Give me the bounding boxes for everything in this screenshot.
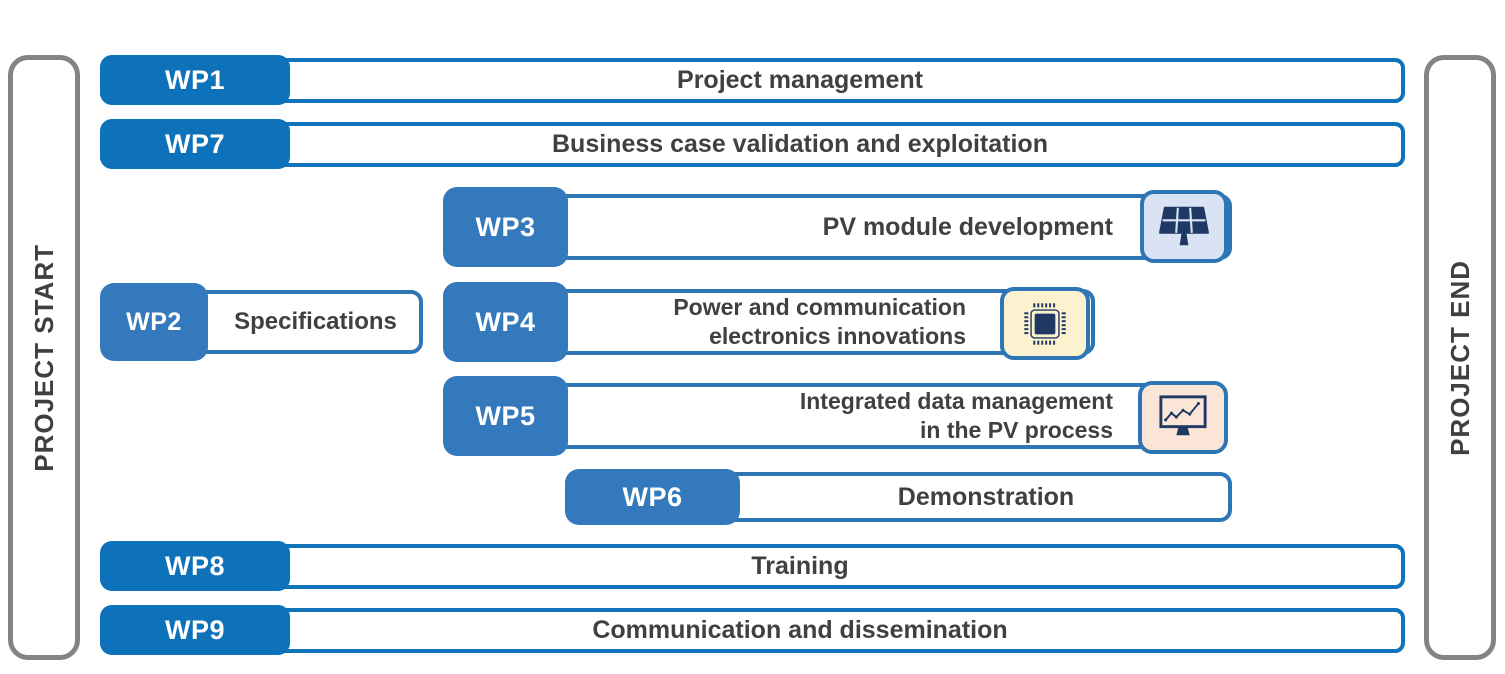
wp6-title: Demonstration bbox=[897, 482, 1075, 511]
wp7-bar bbox=[100, 122, 1405, 167]
wp8-tab: WP8 bbox=[100, 541, 290, 591]
project-start-label: PROJECT START bbox=[28, 243, 59, 472]
wp3-tab-label: WP3 bbox=[475, 211, 536, 242]
wp5-tab-label: WP5 bbox=[475, 400, 536, 431]
wp7-tab: WP7 bbox=[100, 119, 290, 169]
project-end-label: PROJECT END bbox=[1444, 259, 1475, 456]
wp2-tab: WP2 bbox=[100, 283, 208, 361]
wp1-tab-label: WP1 bbox=[164, 64, 225, 95]
wp1-bar bbox=[100, 58, 1405, 103]
wp3-icon-box bbox=[1140, 190, 1228, 263]
wp6-tab: WP6 bbox=[565, 469, 740, 525]
wp5-tab: WP5 bbox=[443, 376, 568, 456]
wp3-bar bbox=[443, 194, 1232, 260]
wp4-title: Power and communication electronics inno… bbox=[568, 289, 966, 355]
wp5-title-line2: in the PV process bbox=[919, 417, 1113, 443]
wp3-tab: WP3 bbox=[443, 187, 568, 267]
wp4-tab: WP4 bbox=[443, 282, 568, 362]
wp5-bar bbox=[443, 383, 1222, 449]
wp6-tab-label: WP6 bbox=[622, 481, 683, 512]
wp1-tab: WP1 bbox=[100, 55, 290, 105]
wp4-title-line1: Power and communication bbox=[673, 294, 966, 321]
wp8-bar bbox=[100, 544, 1405, 589]
wp2-title: Specifications bbox=[234, 308, 397, 335]
wp5-icon-box bbox=[1138, 381, 1228, 454]
wp4-title-line2: electronics innovations bbox=[709, 323, 966, 349]
wp8-title: Training bbox=[751, 551, 849, 580]
chip-icon bbox=[1018, 297, 1072, 351]
wp3-title: PV module development bbox=[822, 212, 1113, 241]
wp9-tab: WP9 bbox=[100, 605, 290, 655]
wp7-title: Business case validation and exploitatio… bbox=[552, 129, 1048, 158]
solar-panel-icon bbox=[1155, 202, 1213, 252]
wp9-tab-label: WP9 bbox=[164, 614, 225, 645]
wp9-title: Communication and dissemination bbox=[592, 615, 1008, 644]
wp5-title: Integrated data management in the PV pro… bbox=[568, 383, 1113, 449]
monitor-chart-icon bbox=[1154, 393, 1212, 443]
wp4-tab-label: WP4 bbox=[475, 306, 536, 337]
project-end-bracket: PROJECT END bbox=[1424, 55, 1496, 660]
wp7-tab-label: WP7 bbox=[164, 128, 225, 159]
wp1-title: Project management bbox=[677, 65, 923, 94]
wp2-tab-label: WP2 bbox=[126, 307, 182, 336]
wp9-bar bbox=[100, 608, 1405, 653]
wp4-icon-box bbox=[1000, 287, 1090, 360]
wp8-tab-label: WP8 bbox=[164, 550, 225, 581]
project-start-bracket: PROJECT START bbox=[8, 55, 80, 660]
wp5-title-line1: Integrated data management bbox=[799, 388, 1113, 415]
